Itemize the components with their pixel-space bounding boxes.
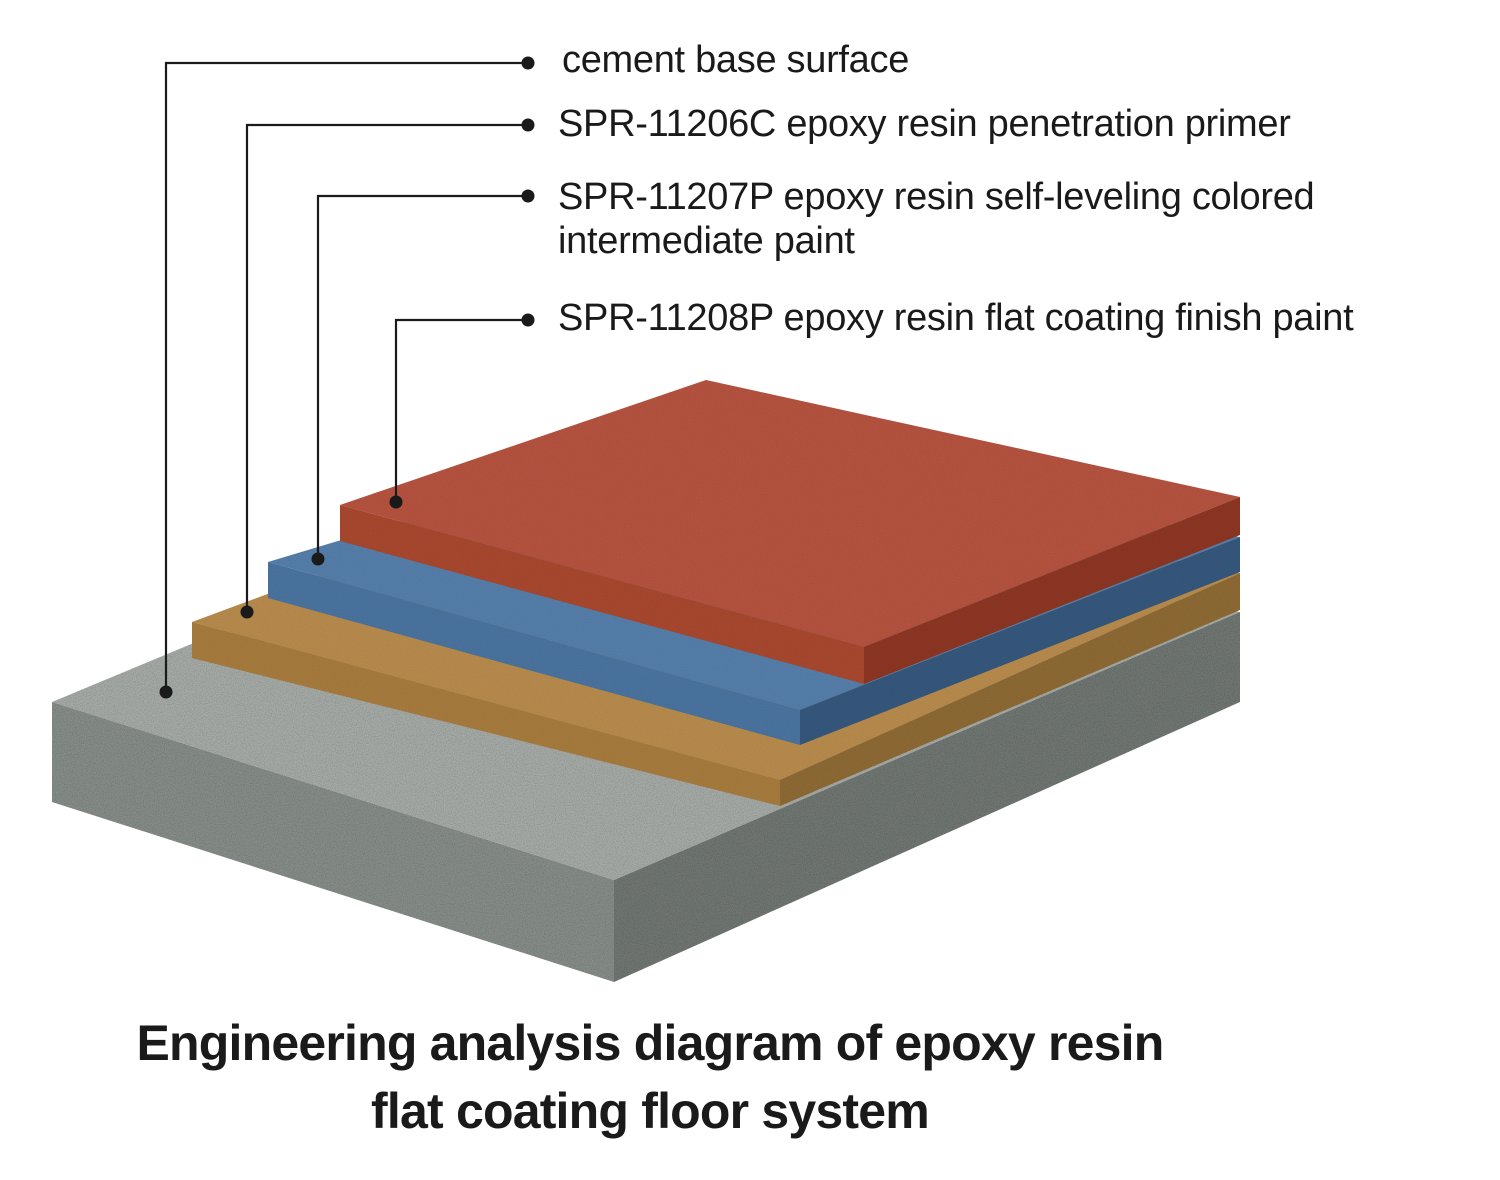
dot-finish-label (521, 313, 535, 327)
primer-side-face (780, 573, 1240, 806)
leader-lines (164, 61, 528, 692)
dot-finish-layer (389, 495, 403, 509)
dot-cement-label (521, 56, 535, 70)
leader-intermediate (316, 194, 528, 559)
finish-layer (340, 380, 1240, 684)
leader-cement (164, 61, 528, 692)
label-cement-base: cement base surface (562, 39, 910, 81)
diagram-title-line2: flat coating floor system (371, 1083, 930, 1139)
dot-primer-layer (240, 605, 254, 619)
label-finish: SPR-11208P epoxy resin flat coating fini… (558, 297, 1354, 339)
intermediate-side-face (800, 537, 1240, 745)
primer-front-face (192, 622, 780, 806)
leader-finish (394, 318, 528, 502)
cement-side-face (614, 612, 1240, 982)
finish-top-face (340, 380, 1240, 647)
leader-primer (245, 123, 528, 612)
dot-primer-label (521, 118, 535, 132)
cement-front-face (52, 702, 614, 982)
label-primer: SPR-11206C epoxy resin penetration prime… (558, 103, 1291, 145)
label-intermediate-line1: SPR-11207P epoxy resin self-leveling col… (558, 176, 1315, 218)
label-intermediate-line2: intermediate paint (558, 220, 855, 262)
finish-front-face (340, 505, 864, 684)
dot-cement-layer (159, 685, 173, 699)
intermediate-front-face (268, 562, 800, 745)
dot-intermediate-layer (311, 552, 325, 566)
finish-side-face (864, 497, 1240, 684)
label-intermediate: SPR-11207P epoxy resin self-leveling col… (558, 175, 1315, 263)
diagram-title-line1: Engineering analysis diagram of epoxy re… (136, 1015, 1164, 1071)
leader-dots (159, 56, 535, 699)
dot-intermediate-label (521, 189, 535, 203)
